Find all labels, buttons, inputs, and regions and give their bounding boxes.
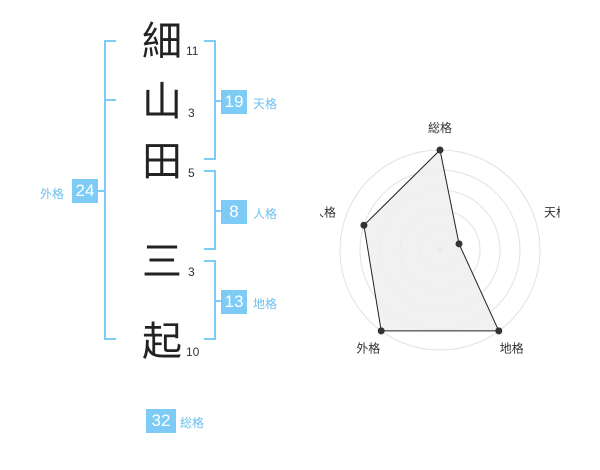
- chikaku-label: 地格: [253, 297, 278, 311]
- kanji-4: 三: [142, 239, 182, 285]
- radar-point-3: [377, 327, 385, 335]
- kanji-2: 山: [142, 79, 182, 125]
- gaikaku-bracket-top: [104, 40, 116, 42]
- gaikaku-bracket-mid: [104, 99, 116, 101]
- jinkaku-bracket-tick: [216, 210, 222, 212]
- kanji-3: 田: [142, 139, 182, 185]
- tenkaku-label: 天格: [253, 97, 278, 111]
- jinkaku-label: 人格: [253, 207, 278, 221]
- soukaku-value: 32: [146, 409, 176, 433]
- kanji-2-strokes: 3: [188, 106, 195, 120]
- jinkaku-bracket-top: [204, 170, 216, 172]
- tenkaku-bracket-vertical: [214, 40, 216, 160]
- soukaku-label: 総格: [180, 416, 205, 430]
- radar-point-0: [436, 146, 444, 154]
- kanji-5-strokes: 10: [186, 345, 200, 359]
- radar-area: [363, 148, 500, 332]
- jinkaku-value: 8: [221, 200, 247, 224]
- radar-axis-label-1: 天格: [544, 204, 560, 219]
- radar-point-1: [455, 240, 463, 248]
- tenkaku-bracket-bottom: [204, 158, 216, 160]
- tenkaku-value: 19: [221, 90, 247, 114]
- gaikaku-bracket-bottom: [104, 338, 116, 340]
- jinkaku-bracket-vertical: [214, 170, 216, 250]
- radar-axis-label-4: 人格: [320, 204, 336, 219]
- kanji-4-strokes: 3: [188, 265, 195, 279]
- radar-axis-label-3: 外格: [356, 341, 380, 356]
- radar-point-4: [360, 221, 368, 229]
- gaikaku-bracket-vertical: [104, 40, 106, 340]
- radar-axis-label-0: 総格: [428, 120, 452, 135]
- gaikaku-value: 24: [72, 179, 98, 203]
- radar-labels: 総格天格地格 外格 人格: [320, 120, 560, 356]
- kanji-1-strokes: 11: [186, 44, 199, 58]
- kanji-3-strokes: 5: [188, 166, 195, 180]
- tenkaku-bracket-top: [204, 40, 216, 42]
- radar-chart: 総格天格地格 外格 人格: [320, 120, 560, 356]
- chikaku-bracket-top: [204, 260, 216, 262]
- kanji-5: 起: [142, 319, 182, 365]
- radar-point-2: [495, 327, 503, 335]
- chikaku-bracket-tick: [216, 300, 222, 302]
- chikaku-bracket-vertical: [214, 260, 216, 340]
- gaikaku-bracket-tick: [98, 190, 104, 192]
- radar-points: [360, 146, 503, 335]
- jinkaku-bracket-bottom: [204, 248, 216, 250]
- tenkaku-bracket-tick: [216, 100, 222, 102]
- chikaku-bracket-bottom: [204, 338, 216, 340]
- kanji-1: 細: [142, 19, 182, 65]
- radar-axis-label-2: 地格: [500, 341, 524, 356]
- gaikaku-label: 外格: [40, 187, 65, 201]
- chikaku-value: 13: [221, 290, 247, 314]
- radar-polygon: [363, 148, 500, 332]
